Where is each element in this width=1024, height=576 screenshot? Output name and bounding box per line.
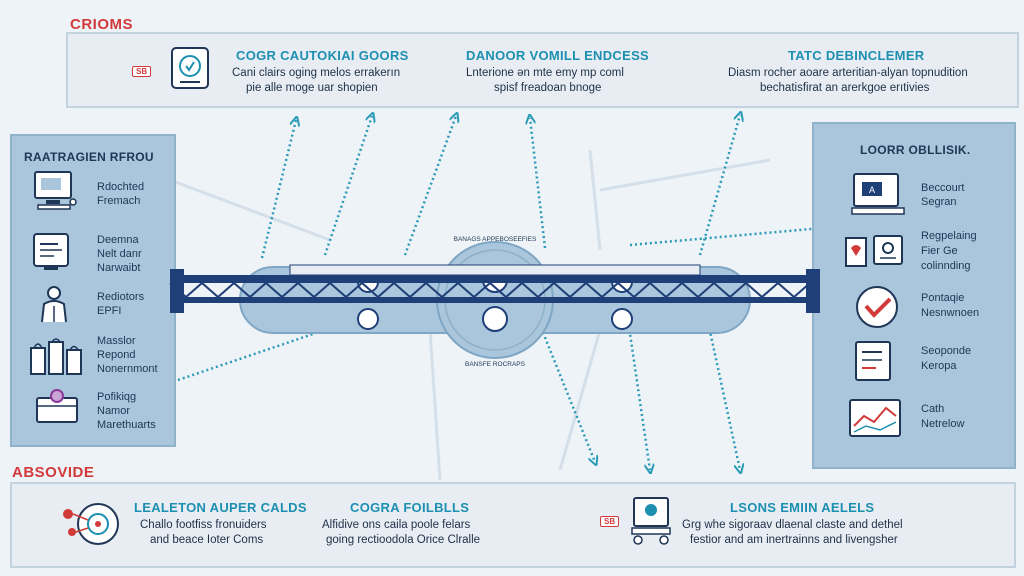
computer-user-icon — [628, 494, 676, 551]
right-item5-line2: Netrelow — [921, 418, 965, 430]
bridge-left-tower — [170, 269, 184, 313]
svg-text:A: A — [869, 185, 875, 195]
hub-node-bottom — [482, 306, 508, 332]
bridge-diagram: BANAGS APPEBOSEEFIES BANSFE ROCRAPS — [169, 236, 820, 368]
bridge-bottom-caption: BANSFE ROCRAPS — [465, 361, 526, 368]
right-item5-line1: Cath — [921, 403, 945, 415]
right-item3-line2: Nesnwnoen — [921, 307, 980, 319]
report-icon — [854, 340, 894, 389]
monitor-icon: A — [850, 170, 906, 223]
document-photo-icon — [842, 232, 906, 277]
left-item5-line3: Marethuarts — [97, 419, 156, 431]
left-item5-line2: Namor — [97, 405, 131, 417]
bridge-top-chord — [170, 275, 820, 283]
top-col1-tag: SB — [132, 66, 152, 77]
bridge-top-caption: BANAGS APPEBOSEEFIES — [454, 236, 537, 243]
shopping-bags-icon — [28, 336, 84, 383]
left-item3-line1: Rediotors — [97, 291, 145, 303]
right-item2-line2: Fier Ge — [921, 245, 958, 257]
bottom-info-panel — [10, 482, 1016, 568]
shield-icon — [170, 46, 210, 95]
left-panel-title: RAATRAGIEN RFROU — [24, 150, 154, 164]
bottom-col3-title: LSONS EMIIN AELELS — [730, 500, 875, 515]
bottom-col3-line1: Grg whe sigoraav dlaenal claste and deth… — [682, 519, 903, 531]
bridge-right-tower — [806, 269, 820, 313]
left-item2-line3: Narwaibt — [97, 262, 141, 274]
right-item3-line1: Pontaqie — [921, 292, 965, 304]
right-item2-line1: Regpelaing — [921, 230, 977, 242]
left-item1-line2: Fremach — [97, 195, 141, 207]
top-col2-line1: Lnterione ən mte emy mp coml — [466, 67, 624, 79]
left-item4-line2: Repond — [97, 349, 136, 361]
top-col1-title: COGR CAUTOKIAI GOORS — [236, 48, 409, 63]
left-item2-line2: Nelt danr — [97, 248, 142, 260]
bottom-col1-line1: Challo footfiss fronuiders — [140, 519, 267, 531]
top-col2-line2: spisf freadoan bnoge — [494, 82, 602, 94]
bottom-col3-line2: festior and am inertrainns and livengshe… — [690, 534, 898, 546]
top-col3-line1: Diasm rocher aoare arteritian-alyan topn… — [728, 67, 968, 79]
left-item1-line1: Rdochted — [97, 181, 145, 193]
right-side-panel — [812, 122, 1016, 469]
top-info-panel — [66, 32, 1019, 108]
top-col3-line2: bechatisfirat an arerkgoe erıtivies — [760, 82, 930, 94]
top-col2-title: DANOOR VOMILL ENDCESS — [466, 48, 650, 63]
top-col1-line1: Cani clairs oging melos errakerın — [232, 67, 401, 79]
bottom-col3-tag: SB — [600, 516, 620, 527]
right-item4-line2: Keropa — [921, 360, 957, 372]
left-item4-line1: Masslor — [97, 335, 136, 347]
bottom-col2-line1: Alfidive ons caila poole felars — [322, 519, 471, 531]
left-item3-line2: EPFI — [97, 305, 122, 317]
right-item4-line1: Seoponde — [921, 345, 972, 357]
map-chart-icon — [848, 396, 904, 447]
left-item4-line3: Nonernmont — [97, 363, 158, 375]
right-item1-line2: Segran — [921, 196, 957, 208]
bottom-section-label: ABSOVIDE — [12, 464, 95, 481]
person-icon — [38, 284, 70, 329]
node-left-bottom — [357, 308, 379, 330]
top-col1-line2: pie alle moge uar shopien — [246, 82, 378, 94]
right-item2-line3: colinnding — [921, 260, 971, 272]
bridge-bottom-chord — [170, 297, 820, 303]
right-item1-line1: Beccourt — [921, 182, 965, 194]
left-item2-line1: Deemna — [97, 234, 139, 246]
bridge-truss — [169, 281, 811, 299]
top-section-label: CRIOMS — [70, 16, 133, 33]
background-lines — [169, 149, 771, 481]
bottom-col1-line2: and beace Ioter Coms — [150, 534, 264, 546]
top-col3-title: TATC DEBINCLEMER — [788, 48, 925, 63]
bottom-col2-line2: going rectioodola Orice Clralle — [326, 534, 481, 546]
left-side-panel — [10, 134, 176, 447]
package-icon — [34, 386, 82, 431]
document-icon — [32, 230, 72, 277]
left-item5-line1: Pofikiqg — [97, 391, 137, 403]
bottom-col2-title: COGRA FOILBLLS — [350, 500, 470, 515]
bottom-col1-title: LEALETON AUPER CALDS — [134, 500, 307, 515]
checkmark-icon — [852, 284, 902, 335]
network-target-icon — [60, 498, 122, 555]
bridge-railing — [289, 264, 701, 276]
right-panel-title: LOORR OBLLISIK. — [860, 143, 971, 157]
node-right-bottom — [611, 308, 633, 330]
computer-icon — [32, 170, 78, 217]
